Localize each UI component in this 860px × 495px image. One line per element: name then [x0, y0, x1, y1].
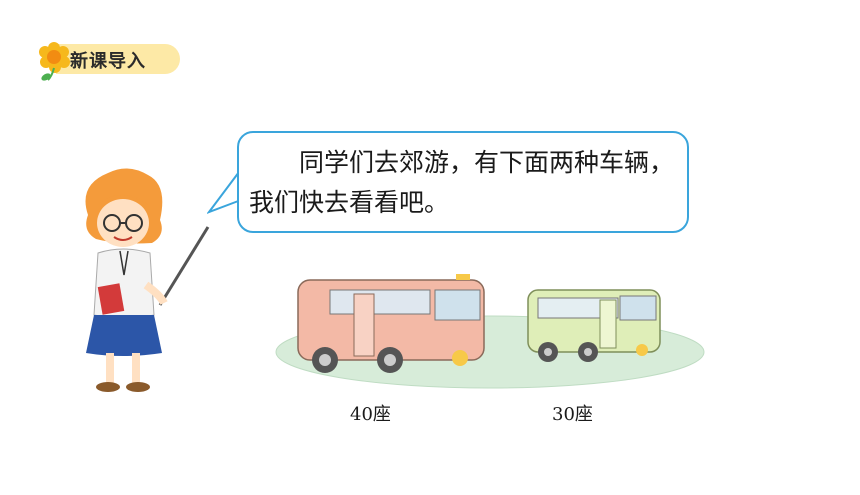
teacher-illustration [85, 168, 210, 392]
speech-bubble: 同学们去郊游，有下面两种车辆，我们快去看看吧。 [237, 131, 689, 233]
bus-40-seat [297, 274, 485, 373]
section-tag-label: 新课导入 [70, 51, 146, 72]
bus-40-caption: 40座 [350, 404, 391, 425]
section-tag-background [56, 44, 180, 74]
bus-30-caption: 30座 [552, 404, 593, 425]
speech-bubble-text: 同学们去郊游，有下面两种车辆，我们快去看看吧。 [249, 148, 675, 217]
bus-30-seat [527, 289, 661, 362]
section-tag: 新课导入 [36, 40, 181, 81]
bus-scene [275, 274, 705, 389]
speech-bubble-tail [207, 171, 242, 214]
flower-icon [39, 42, 70, 81]
